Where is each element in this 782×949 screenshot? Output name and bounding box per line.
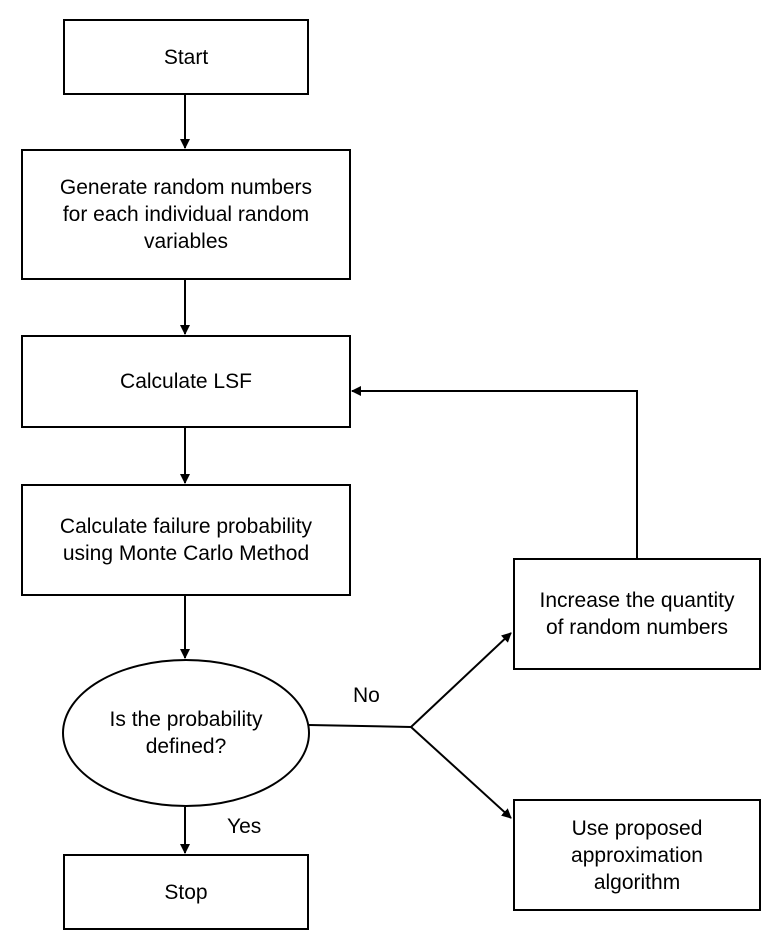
arrow-increase-to-lsf (351, 386, 638, 558)
proposed-algorithm-node: Use proposed approximation algorithm (513, 799, 761, 911)
arrow-no-to-increase (410, 632, 512, 728)
start-node: Start (63, 19, 309, 95)
stop-node: Stop (63, 854, 309, 930)
line-decision-no-branch (308, 724, 412, 728)
edge-label-no: No (353, 684, 380, 707)
calculate-lsf-node: Calculate LSF (21, 335, 351, 428)
decision-node: Is the probability defined? (62, 659, 310, 807)
increase-quantity-node: Increase the quantity of random numbers (513, 558, 761, 670)
edge-label-yes: Yes (227, 815, 262, 838)
arrow-no-to-proposed (410, 726, 512, 819)
calculate-failure-probability-node: Calculate failure probability using Mont… (21, 484, 351, 596)
generate-random-numbers-node: Generate random numbers for each individ… (21, 149, 351, 280)
